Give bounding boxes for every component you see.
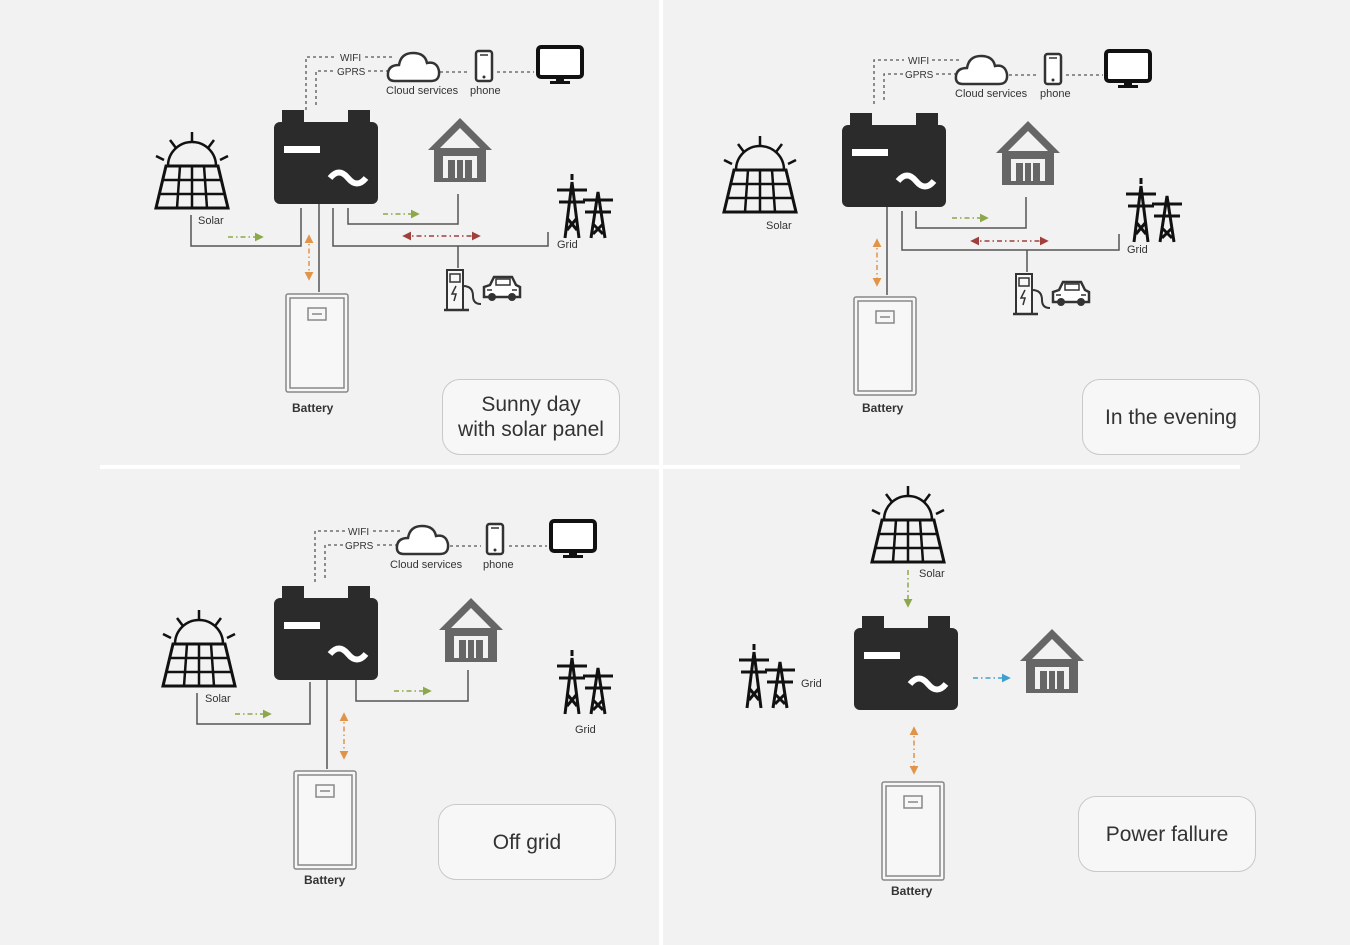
battery-icon [881,781,945,881]
phone-icon [485,522,505,556]
cloud-services-label: Cloud services [386,85,459,97]
caption-in-the-evening: In the evening [1082,379,1260,455]
panel-off-grid: WIFI GPRS Cloud services phone Solar Gri… [161,519,615,887]
power-pylon-icon [1124,176,1184,244]
wifi-label: WIFI [340,53,361,64]
power-pylon-icon [555,172,615,240]
battery-icon [853,296,917,396]
car-icon [482,275,522,303]
house-icon [995,120,1061,186]
caption-line-2: with solar panel [458,418,604,441]
caption-line-1: Off grid [492,830,562,854]
grid-label: Grid [1127,244,1148,256]
monitor-icon [536,45,584,86]
phone-label: phone [470,85,501,97]
gprs-label: GPRS [337,67,366,78]
power-pylon-icon [555,648,615,716]
inverter-icon [274,586,378,680]
solar-panel-icon [154,130,230,210]
grid-label: Grid [801,678,822,690]
phone-icon [474,49,494,83]
battery-label: Battery [891,884,933,898]
caption-power-failure: Power fallure [1078,796,1256,872]
grid-label: Grid [557,239,578,251]
inverter-icon [274,110,378,204]
solar-label: Solar [205,693,231,705]
ev-charger-icon [1011,272,1052,316]
panel-in-the-evening: WIFI GPRS Cloud services phone Solar Gri… [722,49,1184,415]
power-pylon-icon [737,642,797,710]
battery-label: Battery [862,401,904,415]
house-icon [438,597,504,663]
battery-icon [293,770,357,870]
battery-label: Battery [292,401,334,415]
gprs-label: GPRS [905,70,934,81]
caption-line-1: Power fallure [1105,822,1229,846]
cloud-services-label: Cloud services [390,559,463,571]
panel-sunny-day: WIFI GPRS Cloud services phone Solar Gri… [154,45,615,415]
caption-line-1: Sunny day [481,393,581,416]
phone-label: phone [483,559,514,571]
monitor-icon [549,519,597,560]
phone-label: phone [1040,88,1071,100]
gprs-label: GPRS [345,541,374,552]
wifi-label: WIFI [908,56,929,67]
house-icon [1019,628,1085,694]
wifi-label: WIFI [348,527,369,538]
inverter-icon [842,113,946,207]
caption-line-1: In the evening [1105,405,1237,429]
battery-label: Battery [304,873,346,887]
monitor-icon [1104,49,1152,90]
cloud-icon [386,51,441,83]
solar-panel-icon [722,134,798,214]
caption-off-grid: Off grid [438,804,616,880]
cloud-services-label: Cloud services [955,88,1028,100]
inverter-icon [854,616,958,710]
house-icon [427,117,493,183]
phone-icon [1043,52,1063,86]
solar-label: Solar [919,568,945,580]
solar-label: Solar [766,220,792,232]
battery-icon [285,293,349,393]
panel-power-failure: Solar Grid Battery [737,484,1085,898]
cloud-icon [395,524,450,556]
car-icon [1051,280,1091,308]
solar-panel-icon [161,608,237,688]
cloud-icon [954,54,1009,86]
ev-charger-icon [442,268,483,312]
grid-label: Grid [575,724,596,736]
solar-label: Solar [198,215,224,227]
solar-panel-icon [870,484,946,564]
